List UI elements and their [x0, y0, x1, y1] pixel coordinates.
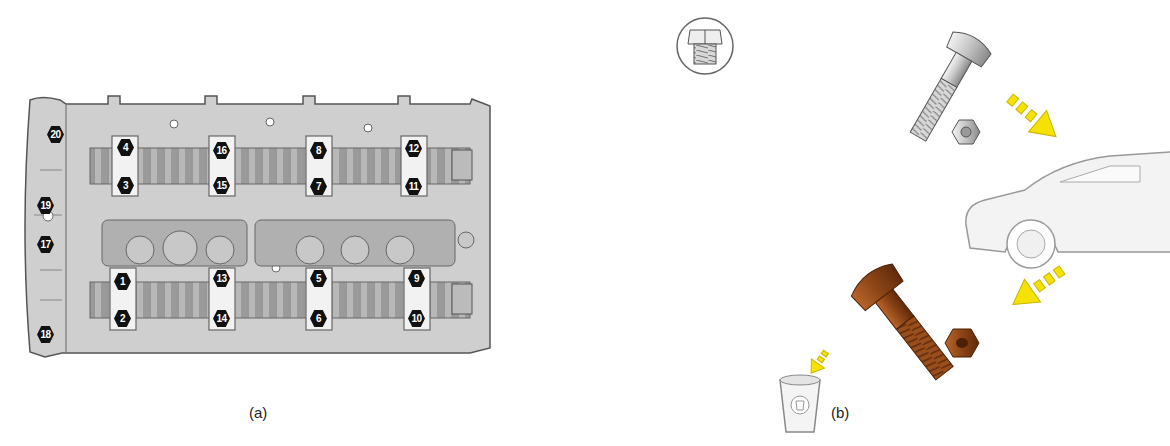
- panel-label: (b): [831, 404, 849, 421]
- panel-label: (a): [249, 404, 267, 421]
